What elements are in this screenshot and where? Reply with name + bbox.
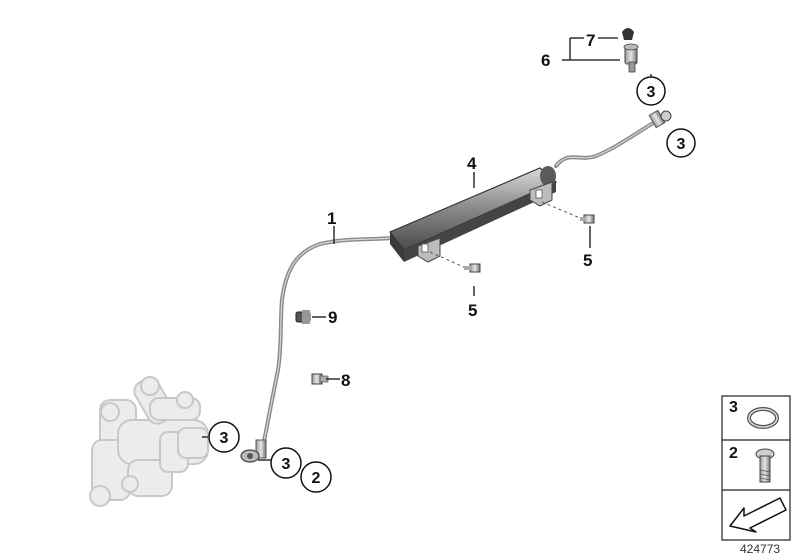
callout-cap-7: 7 bbox=[586, 31, 595, 50]
brake-reservoir bbox=[389, 166, 558, 263]
callout-screw-5-right: 5 bbox=[583, 251, 592, 270]
diagram-id: 424773 bbox=[740, 542, 780, 556]
legend-bolt-label: 2 bbox=[729, 445, 738, 462]
leader-lines bbox=[202, 37, 652, 461]
brake-caliper bbox=[89, 376, 209, 507]
screw-left bbox=[429, 251, 481, 273]
callout-seal-3-bottom: 3 bbox=[270, 447, 302, 479]
svg-text:3: 3 bbox=[220, 430, 229, 447]
callout-hose-1: 1 bbox=[327, 209, 336, 228]
legend-seal-label: 3 bbox=[729, 399, 738, 416]
screw-part bbox=[311, 373, 329, 385]
callout-seal-3-caliper: 3 bbox=[208, 421, 240, 453]
callout-screw-8: 8 bbox=[341, 371, 350, 390]
callout-bolt-2-bottom: 2 bbox=[300, 461, 332, 493]
svg-text:3: 3 bbox=[677, 136, 686, 153]
callout-reservoir-4: 4 bbox=[467, 154, 477, 173]
bleed-valve bbox=[623, 43, 639, 73]
svg-text:3: 3 bbox=[647, 84, 656, 101]
arrow-nav-icon bbox=[729, 497, 787, 533]
screw-right bbox=[541, 201, 595, 224]
dust-cap bbox=[622, 28, 634, 40]
legend-panel: 3 2 bbox=[721, 395, 791, 541]
hose-upper-fitting bbox=[648, 109, 672, 129]
hose-lower-fitting bbox=[240, 439, 267, 463]
callout-seal-3-top: 3 bbox=[666, 128, 696, 158]
brake-hose-lower bbox=[260, 236, 394, 454]
callout-seal-3-upper: 3 bbox=[636, 76, 666, 106]
callout-screw-5-left: 5 bbox=[468, 301, 477, 320]
callout-valve-9: 9 bbox=[328, 308, 337, 327]
valve-part bbox=[295, 310, 311, 324]
svg-text:2: 2 bbox=[312, 470, 321, 487]
svg-text:3: 3 bbox=[282, 456, 291, 473]
callout-banjo-6: 6 bbox=[541, 51, 550, 70]
sealing-ring-icon bbox=[747, 407, 779, 429]
brake-hose-upper bbox=[554, 116, 664, 168]
banjo-bolt-icon bbox=[755, 448, 775, 483]
